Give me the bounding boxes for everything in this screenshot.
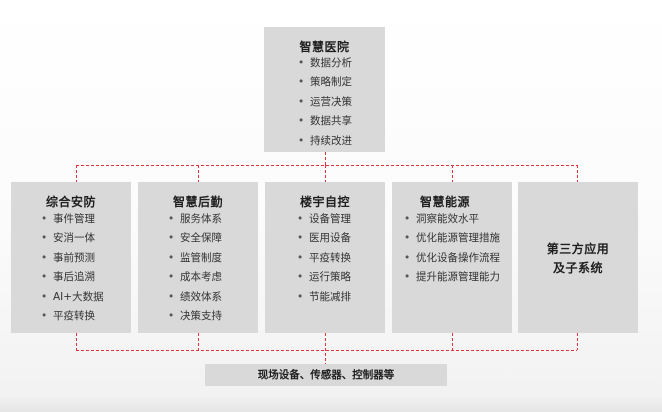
third-party-title-line2: 及子系统 [552, 261, 603, 275]
bullet-icon: • [298, 76, 305, 89]
smart-logistics-title: 智慧后勤 [172, 195, 223, 209]
list-item: • 策略制定 [298, 73, 352, 92]
bullet-icon: • [297, 290, 304, 303]
field-devices-bar: 现场设备、传感器、控制器等 [205, 364, 447, 386]
list-item: • 持续改进 [298, 132, 352, 151]
list-item: • 成本考虑 [168, 268, 222, 287]
item-label: 成本考虑 [180, 271, 222, 284]
background-fade [0, 396, 662, 412]
list-item: • 安全保障 [168, 229, 222, 248]
third-party-box: 第三方应用 及子系统 [518, 182, 638, 333]
bullet-icon: • [168, 271, 175, 284]
list-item: • 洞察能效水平 [404, 210, 500, 229]
bullet-icon: • [297, 232, 304, 245]
list-item: • 决策支持 [168, 307, 222, 326]
bullet-icon: • [168, 251, 175, 264]
third-party-title-line1: 第三方应用 [546, 242, 610, 256]
bullet-icon: • [297, 251, 304, 264]
item-label: AI+大数据 [53, 290, 104, 303]
bullet-icon: • [41, 213, 48, 225]
bullet-icon: • [297, 213, 304, 225]
bullet-icon: • [404, 232, 411, 245]
bullet-icon: • [41, 309, 48, 322]
item-label: 设备管理 [309, 213, 351, 225]
item-label: 监管制度 [180, 251, 222, 264]
smart-logistics-list: • 服务体系 • 安全保障 • 监管制度 • 成本考虑 • 绩效体系 • 决策支持 [168, 210, 222, 326]
list-item: • 医用设备 [297, 229, 351, 248]
bullet-icon: • [404, 271, 411, 284]
bullet-icon: • [41, 232, 48, 245]
item-label: 数据分析 [310, 57, 352, 69]
item-label: 绩效体系 [180, 290, 222, 303]
bullet-icon: • [168, 213, 175, 225]
item-label: 提升能源管理能力 [416, 271, 500, 284]
smart-energy-list: • 洞察能效水平 • 优化能源管理措施 • 优化设备操作流程 • 提升能源管理能力 [404, 210, 500, 288]
item-label: 优化能源管理措施 [416, 232, 500, 245]
bullet-icon: • [168, 290, 175, 303]
item-label: 持续改进 [310, 134, 352, 147]
list-item: • 优化能源管理措施 [404, 229, 500, 248]
integrated-security-title: 综合安防 [45, 195, 96, 209]
list-item: • 事后追溯 [41, 268, 104, 287]
list-item: • 平疫转换 [41, 307, 104, 326]
bullet-icon: • [298, 95, 305, 108]
item-label: 数据共享 [310, 115, 352, 128]
smart-logistics-box: 智慧后勤 • 服务体系 • 安全保障 • 监管制度 • 成本考虑 • 绩效体系 • 决策支持 [138, 182, 258, 333]
building-automation-title: 楼宇自控 [299, 195, 350, 209]
item-label: 服务体系 [180, 213, 222, 225]
list-item: • 数据分析 [298, 54, 352, 73]
item-label: 安消一体 [53, 232, 95, 245]
item-label: 平疫转换 [309, 251, 351, 264]
item-label: 事件管理 [53, 213, 95, 225]
bullet-icon: • [41, 271, 48, 284]
smart-hospital-title: 智慧医院 [299, 40, 350, 54]
smart-energy-box: 智慧能源 • 洞察能效水平 • 优化能源管理措施 • 优化设备操作流程 • 提升能源管理… [392, 182, 512, 333]
bullet-icon: • [168, 232, 175, 245]
list-item: • 优化设备操作流程 [404, 249, 500, 268]
list-item: • 设备管理 [297, 210, 351, 229]
item-label: 洞察能效水平 [416, 213, 479, 225]
list-item: • 事前预测 [41, 249, 104, 268]
bullet-icon: • [168, 309, 175, 322]
bullet-icon: • [41, 290, 48, 303]
list-item: • 平疫转换 [297, 249, 351, 268]
item-label: 事后追溯 [53, 271, 95, 284]
integrated-security-box: 综合安防 • 事件管理 • 安消一体 • 事前预测 • 事后追溯 • AI+大数据 • 平疫… [11, 182, 131, 333]
item-label: 策略制定 [310, 76, 352, 89]
bullet-icon: • [298, 115, 305, 128]
bullet-icon: • [41, 251, 48, 264]
item-label: 安全保障 [180, 232, 222, 245]
list-item: • 节能减排 [297, 288, 351, 307]
building-automation-list: • 设备管理 • 医用设备 • 平疫转换 • 运行策略 • 节能减排 [297, 210, 351, 307]
building-automation-box: 楼宇自控 • 设备管理 • 医用设备 • 平疫转换 • 运行策略 • 节能减排 [265, 182, 385, 333]
list-item: • 监管制度 [168, 249, 222, 268]
list-item: • 事件管理 [41, 210, 104, 229]
smart-energy-title: 智慧能源 [419, 195, 470, 209]
item-label: 优化设备操作流程 [416, 251, 500, 264]
list-item: • 绩效体系 [168, 288, 222, 307]
item-label: 平疫转换 [53, 309, 95, 322]
bullet-icon: • [298, 134, 305, 147]
list-item: • 运营决策 [298, 93, 352, 112]
bullet-icon: • [404, 251, 411, 264]
list-item: • 数据共享 [298, 112, 352, 131]
item-label: 决策支持 [180, 309, 222, 322]
item-label: 节能减排 [309, 290, 351, 303]
item-label: 事前预测 [53, 251, 95, 264]
bullet-icon: • [298, 57, 305, 69]
list-item: • 安消一体 [41, 229, 104, 248]
item-label: 运营决策 [310, 95, 352, 108]
list-item: • 运行策略 [297, 268, 351, 287]
smart-hospital-box: 智慧医院 • 数据分析 • 策略制定 • 运营决策 • 数据共享 • 持续改进 [264, 27, 385, 152]
integrated-security-list: • 事件管理 • 安消一体 • 事前预测 • 事后追溯 • AI+大数据 • 平疫转换 [41, 210, 104, 326]
bullet-icon: • [404, 213, 411, 225]
item-label: 医用设备 [309, 232, 351, 245]
list-item: • 服务体系 [168, 210, 222, 229]
item-label: 运行策略 [309, 271, 351, 284]
bullet-icon: • [297, 271, 304, 284]
list-item: • 提升能源管理能力 [404, 268, 500, 287]
list-item: • AI+大数据 [41, 288, 104, 307]
smart-hospital-list: • 数据分析 • 策略制定 • 运营决策 • 数据共享 • 持续改进 [298, 54, 352, 151]
